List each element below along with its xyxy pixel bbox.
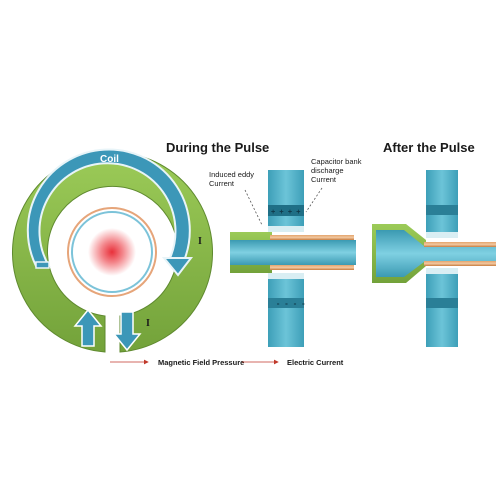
after-copper-bottom [424, 261, 496, 266]
during-coil-top [268, 170, 304, 232]
during-gap-top [268, 226, 304, 232]
after-title: After the Pulse [383, 140, 475, 155]
capacitor-label-1: Capacitor bank [311, 157, 362, 166]
after-copper-top [424, 242, 496, 247]
positive-charges: + + + + [271, 208, 301, 216]
induced-eddy-pointer [244, 189, 263, 226]
after-coil-top-band [426, 205, 458, 215]
current-symbol-bottom: I [146, 318, 150, 329]
legend: Magnetic Field Pressure Electric Current [110, 358, 344, 367]
coil-green-ring [12, 151, 213, 353]
coil-label: Coil [100, 154, 119, 165]
current-symbol-right: I [198, 236, 202, 247]
electric-legend-label: Electric Current [287, 358, 344, 367]
after-tube-body [376, 230, 496, 277]
after-gap-top [426, 232, 458, 238]
negative-charges: - - - - [276, 300, 306, 308]
red-core [88, 228, 136, 276]
during-gap-bottom [268, 273, 304, 279]
after-coil-top [426, 170, 458, 238]
after-pulse-panel: After the Pulse [372, 140, 496, 347]
after-gap-bottom [426, 268, 458, 274]
during-copper-bottom [270, 265, 354, 270]
during-coil-top-band [268, 205, 304, 216]
induced-eddy-label-2: Current [209, 179, 235, 188]
after-coil-bottom-band [426, 298, 458, 308]
capacitor-label-2: discharge [311, 166, 344, 175]
during-coil-bottom [268, 273, 304, 347]
during-copper-top [270, 235, 354, 240]
during-pulse-panel: During the Pulse + + + + - - - - Induced… [166, 140, 362, 347]
down-arrow [112, 311, 142, 352]
during-title: During the Pulse [166, 140, 269, 155]
capacitor-label-3: Current [311, 175, 337, 184]
capacitor-pointer [305, 187, 323, 213]
induced-eddy-label-1: Induced eddy [209, 170, 254, 179]
coil-band-arrowhead [161, 257, 194, 277]
up-arrow [73, 308, 103, 347]
magnetic-legend-label: Magnetic Field Pressure [158, 358, 244, 367]
during-coil-bottom-band [268, 298, 304, 308]
during-tube-body [230, 240, 356, 265]
coil-assembly: Coil I I [12, 148, 213, 353]
coil-band-tail [35, 261, 50, 269]
